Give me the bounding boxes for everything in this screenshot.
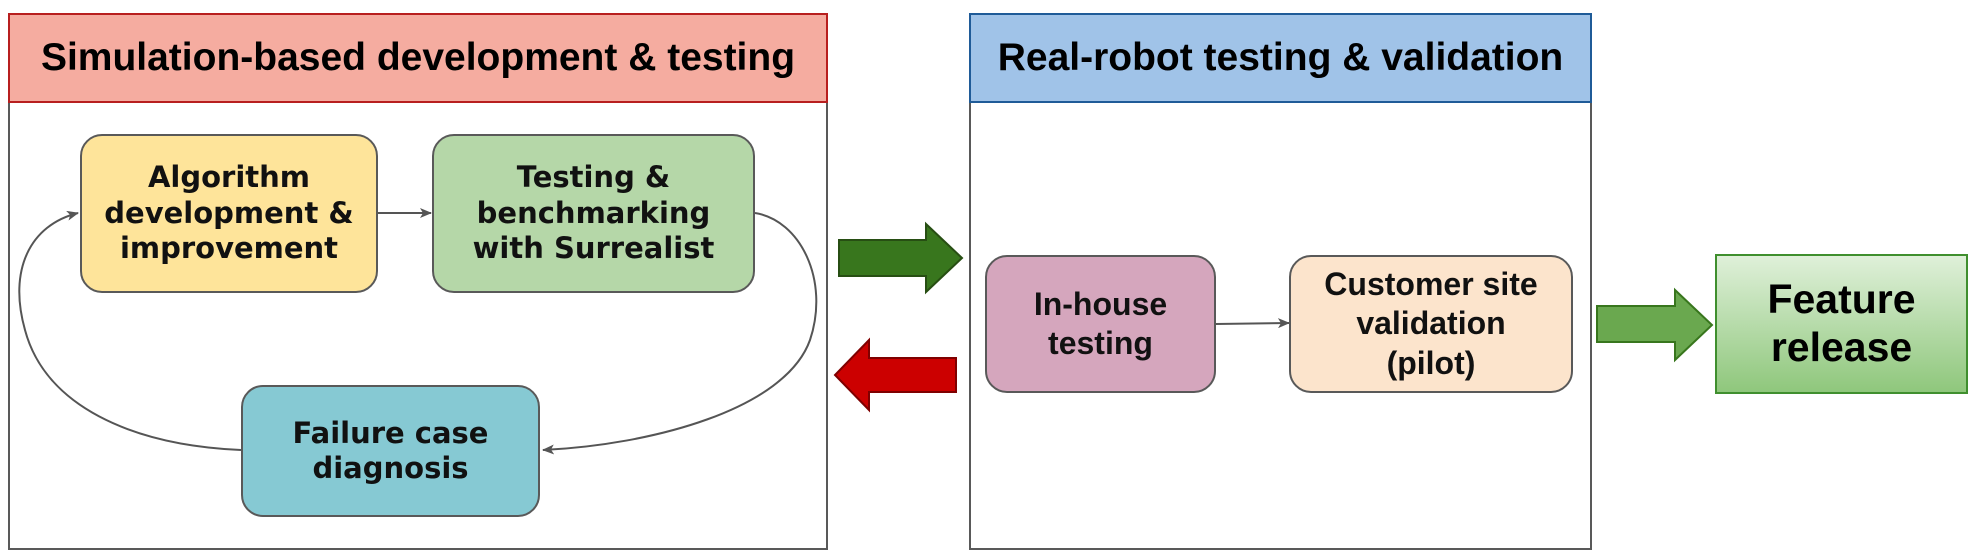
inhouse-testing-label: In-house testing: [1033, 285, 1168, 361]
algorithm-development-node: Algorithm development & improvement: [80, 134, 378, 293]
testing-benchmarking-label: Testing & benchmarking with Surrealist: [472, 160, 715, 266]
simulation-panel-title: Simulation-based development & testing: [8, 13, 828, 103]
customer-site-validation-node: Customer site validation (pilot): [1289, 255, 1573, 393]
testing-benchmarking-node: Testing & benchmarking with Surrealist: [432, 134, 755, 293]
release-arrow-icon: [1596, 287, 1714, 363]
customer-site-validation-label: Customer site validation (pilot): [1324, 266, 1538, 381]
feature-release-box: Feature release: [1715, 254, 1968, 394]
feature-release-label: Feature release: [1767, 276, 1916, 370]
edge-failure-to-algorithm: [18, 210, 242, 451]
failure-diagnosis-label: Failure case diagnosis: [292, 415, 489, 485]
inhouse-testing-node: In-house testing: [985, 255, 1216, 393]
forward-arrow-icon: [838, 221, 964, 295]
real-robot-panel-title: Real-robot testing & validation: [969, 13, 1592, 103]
algorithm-development-label: Algorithm development & improvement: [104, 160, 354, 266]
edge-testing-to-failure: [542, 212, 818, 455]
back-arrow-icon: [833, 337, 957, 413]
edge-inhouse-to-customer: [1215, 318, 1290, 329]
failure-diagnosis-node: Failure case diagnosis: [241, 385, 540, 517]
